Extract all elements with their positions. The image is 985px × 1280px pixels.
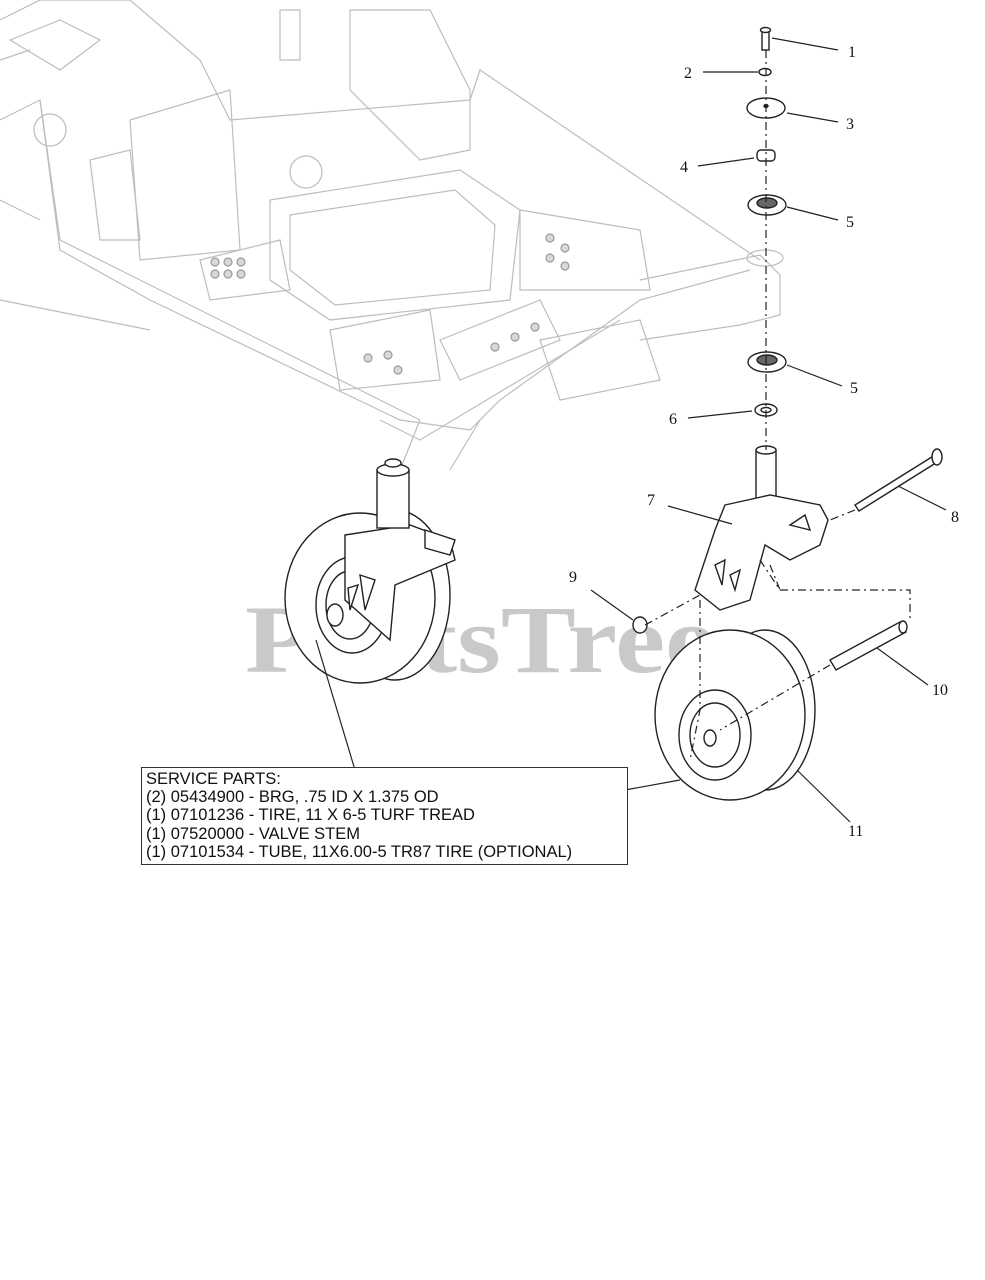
callout-8: 8 <box>951 509 959 526</box>
callout-numbers: 1 2 3 4 5 5 6 7 8 9 10 11 <box>569 44 959 840</box>
callout-11: 11 <box>848 823 863 840</box>
part-9-nut <box>632 616 648 634</box>
callout-2: 2 <box>684 65 692 82</box>
callout-3: 3 <box>846 116 854 133</box>
callout-4: 4 <box>680 159 688 176</box>
service-parts-title: SERVICE PARTS: <box>146 770 281 788</box>
part-10-spacer <box>829 620 908 671</box>
callout-10: 10 <box>932 682 948 699</box>
callout-6: 6 <box>669 411 677 428</box>
service-part-item: (1) 07101534 - TUBE, 11X6.00-5 TR87 TIRE… <box>146 842 573 861</box>
leader-lines <box>315 37 947 823</box>
service-part-item: (1) 07101236 - TIRE, 11 X 6-5 TURF TREAD <box>146 806 475 825</box>
callout-9: 9 <box>569 569 577 586</box>
mower-frame <box>0 0 784 471</box>
assembled-caster-wheel <box>284 458 456 684</box>
service-part-item: (2) 05434900 - BRG, .75 ID X 1.375 OD <box>146 788 439 807</box>
assembly-lines <box>644 50 911 761</box>
service-parts-box: SERVICE PARTS: (2) 05434900 - BRG, .75 I… <box>141 767 628 866</box>
part-11-wheel <box>654 629 816 801</box>
service-part-item: (1) 07520000 - VALVE STEM <box>146 824 360 843</box>
callout-5a: 5 <box>846 214 854 231</box>
part-7-caster-fork <box>694 445 829 611</box>
exploded-caster-parts <box>632 26 943 801</box>
part-2-lock-washer <box>758 67 772 77</box>
callout-5b: 5 <box>850 380 858 397</box>
part-8-axle-bolt <box>854 448 943 512</box>
callout-1: 1 <box>848 44 856 61</box>
callout-7: 7 <box>647 492 655 509</box>
